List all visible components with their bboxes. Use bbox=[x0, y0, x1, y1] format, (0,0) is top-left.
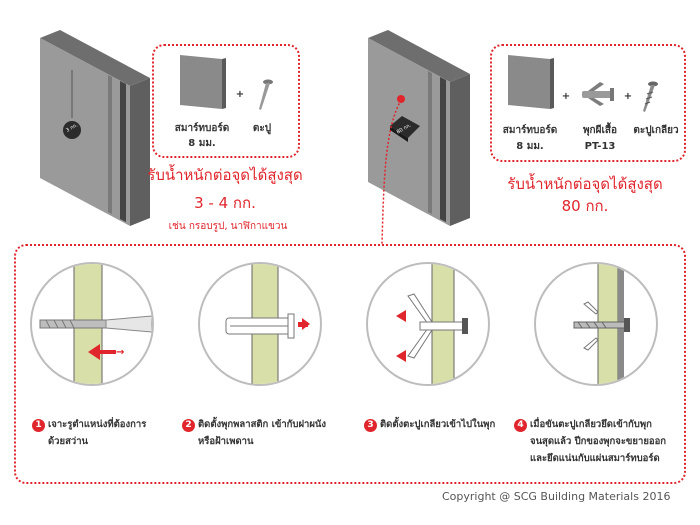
step-2-illustration bbox=[198, 262, 322, 386]
right-wall-illustration bbox=[368, 30, 470, 226]
left-materials-box bbox=[152, 44, 300, 158]
left-material-1-spec: 8 มม. bbox=[188, 138, 216, 149]
right-material-1-name: สมาร์ทบอร์ด bbox=[502, 125, 558, 136]
step-3-text-line-1: ติดตั้งตะปูเกลียวเข้าไปในพุก bbox=[380, 419, 496, 430]
drill-arrow-icon: → bbox=[116, 347, 125, 358]
step-4-text-line-1: เมื่อขันตะปูเกลียวยึดเข้ากับพุก bbox=[530, 419, 652, 430]
right-material-2-spec: PT-13 bbox=[584, 141, 616, 152]
step-2-text-line-2: หรือฝ้าเพดาน bbox=[198, 436, 254, 447]
step-2-number: 2 bbox=[182, 419, 195, 432]
nail-icon bbox=[259, 79, 273, 110]
step-1-text-line-2: ด้วยสว่าน bbox=[48, 436, 89, 447]
board-icon bbox=[180, 55, 226, 109]
step-2-text-line-1: ติดตั้งพุกพลาสติก เข้ากับฝาผนัง bbox=[198, 419, 327, 430]
board-icon bbox=[508, 55, 554, 109]
left-wall-illustration bbox=[40, 30, 150, 226]
right-load-title: รับน้ำหนักต่อจุดได้สูงสุด bbox=[507, 175, 663, 193]
left-material-1-name: สมาร์ทบอร์ด bbox=[174, 123, 230, 134]
butterfly-anchor-icon bbox=[582, 82, 614, 106]
left-plus-sign: + bbox=[235, 89, 245, 100]
left-load-title: รับน้ำหนักต่อจุดได้สูงสุด bbox=[147, 166, 303, 184]
right-material-3-name: ตะปูเกลียว bbox=[633, 125, 679, 136]
step-4-illustration bbox=[534, 262, 658, 386]
right-materials-box bbox=[490, 44, 686, 162]
callout-connector bbox=[381, 99, 402, 245]
step-3-number: 3 bbox=[364, 419, 377, 432]
step-1-number: 1 bbox=[32, 419, 45, 432]
left-load-value: 3 - 4 กก. bbox=[194, 194, 256, 212]
right-material-2-name: พุกผีเสื้อ bbox=[582, 125, 618, 136]
step-4-text-line-2: จนสุดแล้ว ปีกของพุกจะขยายออก bbox=[530, 436, 667, 447]
installation-steps-panel bbox=[14, 244, 686, 484]
step-4-number: 4 bbox=[514, 419, 527, 432]
left-material-2-name: ตะปู bbox=[252, 123, 272, 134]
screw-icon bbox=[643, 81, 658, 112]
right-load-value: 80 กก. bbox=[561, 197, 609, 215]
right-plus-sign-2: + bbox=[623, 91, 633, 102]
step-3-illustration bbox=[366, 262, 490, 386]
right-material-1-spec: 8 มม. bbox=[516, 141, 544, 152]
mount-point-marker bbox=[397, 95, 405, 103]
step-4-text-line-3: และยึดแน่นกับแผ่นสมาร์ทบอร์ด bbox=[530, 453, 660, 464]
right-plus-sign-1: + bbox=[561, 91, 571, 102]
step-1-text-line-1: เจาะรูตำแหน่งที่ต้องการ bbox=[48, 419, 147, 430]
left-load-examples: เช่น กรอบรูป, นาฬิกาแขวน bbox=[168, 221, 288, 232]
step-1-illustration bbox=[30, 262, 154, 386]
copyright-text: Copyright @ SCG Building Materials 2016 bbox=[442, 490, 671, 503]
